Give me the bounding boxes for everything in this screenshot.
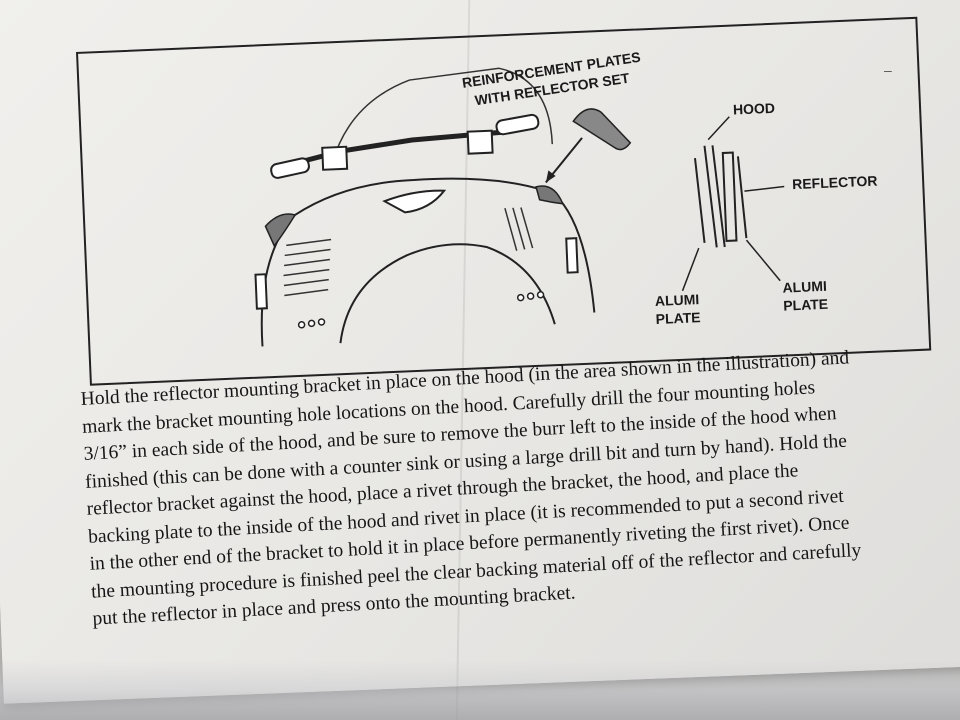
- alumi-left-leader: [681, 247, 700, 292]
- right-reflector-plate: [535, 185, 564, 205]
- label-reflector: REFLECTOR: [792, 173, 878, 193]
- label-alumi-left-line2: PLATE: [655, 309, 700, 327]
- label-alumi-right-line1: ALUMI: [782, 278, 827, 296]
- instructions-paragraph: Hold the reflector mounting bracket in p…: [80, 339, 952, 633]
- label-hood: HOOD: [733, 100, 776, 118]
- margin-mark: –: [884, 62, 892, 78]
- snowmobile-illustration: REINFORCEMENT PLATES WITH REFLECTOR SET …: [254, 49, 878, 347]
- left-grip: [270, 157, 310, 179]
- reflector-leader: [744, 185, 785, 192]
- left-reflector-plate: [264, 213, 297, 248]
- hood-leader: [707, 116, 730, 141]
- left-vent: [283, 238, 332, 297]
- alumi-right-leader: [745, 239, 781, 282]
- right-vent: [504, 207, 534, 251]
- callout-plate: [572, 108, 632, 151]
- cross-section-detail: [693, 145, 748, 248]
- label-alumi-right-line2: PLATE: [783, 296, 828, 314]
- right-grip: [495, 113, 540, 136]
- windshield: [332, 67, 554, 162]
- plastic-bag-background: [0, 660, 960, 720]
- illustration-frame: REINFORCEMENT PLATES WITH REFLECTOR SET …: [76, 16, 932, 386]
- label-alumi-left-line1: ALUMI: [655, 291, 700, 309]
